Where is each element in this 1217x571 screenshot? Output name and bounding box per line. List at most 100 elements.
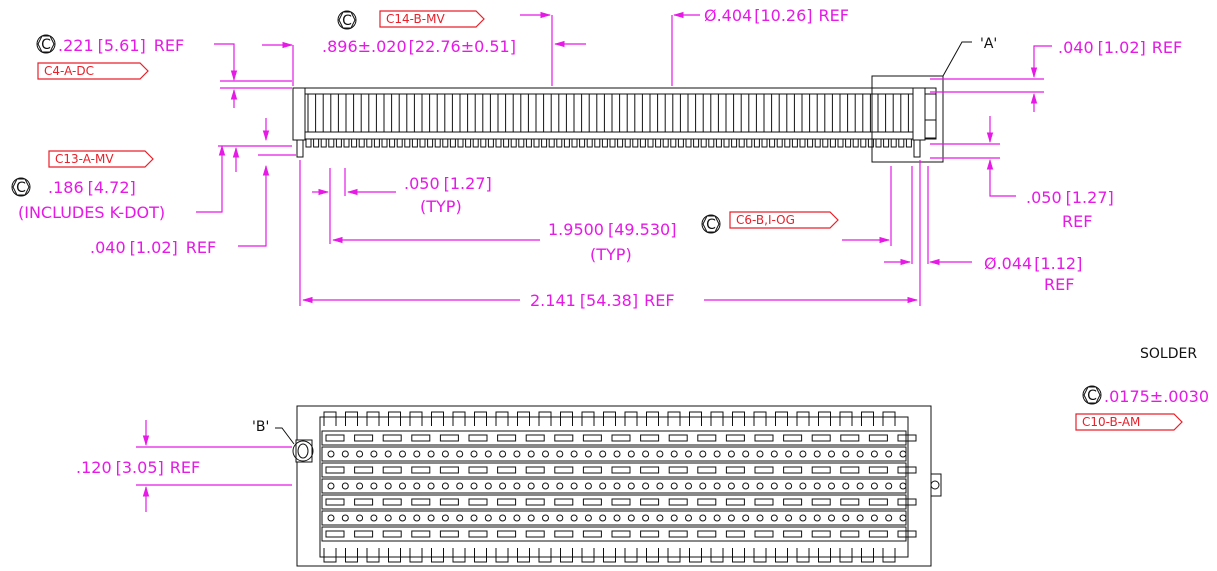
side-contact-tail: [525, 138, 532, 148]
side-contact-tail: [518, 138, 525, 148]
contact-dot: [813, 514, 821, 522]
contact-dot: [670, 514, 678, 522]
contact-pad: [354, 466, 374, 474]
side-contact-tail: [510, 138, 517, 148]
side-contact-tail: [715, 138, 722, 148]
dim-post-dia: Ø.044[1.12]: [984, 254, 1082, 273]
dim-height: .186[4.72]: [48, 178, 136, 197]
contact-dot: [642, 482, 650, 490]
top-tooth: [474, 411, 487, 426]
top-view: [275, 405, 942, 567]
top-tooth: [431, 411, 444, 426]
contact-dot: [685, 450, 692, 458]
bottom-tooth: [796, 548, 810, 563]
bottom-tooth: [732, 548, 745, 563]
dim-right-top: .040[1.02]REF: [1058, 38, 1182, 57]
bottom-tooth: [646, 548, 659, 563]
contact-dot: [427, 514, 435, 522]
side-view: [292, 41, 972, 163]
contact-dot: [499, 514, 507, 522]
side-contact-tail: [632, 138, 639, 148]
side-contact-tail: [503, 138, 510, 148]
side-contact-tail: [465, 138, 472, 148]
contact-pad: [811, 466, 831, 474]
side-contact-tail: [822, 138, 829, 148]
contact-dot: [770, 514, 778, 522]
top-right-tab-hole: [930, 480, 940, 490]
contact-dot: [885, 450, 893, 458]
dim-height-note: (INCLUDES K-DOT): [18, 203, 165, 222]
critical-symbol-letter: C: [16, 180, 26, 196]
contact-dot: [599, 514, 607, 522]
contact-dot: [828, 514, 835, 522]
side-right-post: [913, 139, 921, 158]
contact-dot: [785, 482, 793, 490]
contact-dot: [642, 450, 650, 458]
contact-pad: [840, 530, 860, 538]
contact-dot: [813, 450, 821, 458]
side-contact-tail: [556, 138, 563, 148]
side-contact-tail: [601, 138, 608, 148]
contact-dot: [627, 482, 635, 490]
contact-dot: [842, 450, 850, 458]
contact-dot: [384, 450, 392, 458]
contact-dot: [556, 450, 564, 458]
dim-bottom-left: .040[1.02]REF: [90, 238, 216, 257]
critical-symbol: C: [36, 34, 56, 54]
critical-symbol-letter: C: [342, 13, 352, 29]
contact-pad: [382, 530, 402, 538]
contact-pad: [325, 466, 345, 474]
contact-dot: [456, 482, 464, 490]
contact-dot: [627, 514, 635, 522]
contact-dot: [427, 482, 435, 490]
detail-b-circle: [292, 440, 314, 462]
contact-pad: [354, 498, 374, 506]
side-contact-tail: [404, 138, 411, 148]
contact-pad: [697, 434, 717, 442]
contact-pad: [354, 434, 374, 442]
contact-dot: [799, 514, 807, 522]
contact-dot: [885, 482, 893, 490]
contact-dot: [513, 482, 521, 490]
top-tooth: [323, 411, 337, 426]
contact-pad: [468, 466, 488, 474]
contact-pad: [697, 498, 717, 506]
contact-pad: [325, 498, 345, 506]
solder-value: .0175±.0030: [1104, 387, 1209, 406]
side-contact-tail: [905, 138, 912, 148]
contact-dot: [456, 450, 464, 458]
side-contact-tail: [655, 138, 662, 148]
contact-pad: [411, 498, 431, 506]
side-contact-tail: [563, 138, 570, 148]
contact-dot: [656, 482, 664, 490]
bottom-tooth: [689, 548, 702, 563]
contact-dot: [327, 450, 335, 458]
contact-row: [321, 526, 907, 542]
contact-pad: [783, 466, 803, 474]
side-bottom-rail: [295, 131, 937, 140]
contact-pad: [868, 498, 888, 506]
contact-dot: [656, 514, 664, 522]
top-tooth: [710, 411, 724, 426]
contact-dot: [842, 482, 850, 490]
top-tooth: [538, 411, 552, 426]
contact-pad: [611, 498, 631, 506]
contact-pad: [868, 466, 888, 474]
dim-row: .120[3.05]REF: [76, 458, 200, 477]
tag-c6: C6-B,I-OG: [729, 211, 839, 229]
contact-pad: [640, 434, 660, 442]
contact-pad: [554, 498, 574, 506]
top-tooth: [560, 411, 573, 426]
side-contact-tail: [883, 138, 890, 148]
top-tooth: [366, 411, 380, 426]
contact-dot: [499, 450, 507, 458]
contact-dot: [613, 450, 621, 458]
dim-span: 1.9500[49.530]: [548, 220, 676, 239]
top-left-key-hole: [297, 443, 309, 459]
contact-pad: [554, 466, 574, 474]
contact-dot: [570, 514, 578, 522]
top-tooth: [624, 411, 638, 426]
bottom-tooth: [603, 548, 616, 563]
contact-dot: [813, 482, 821, 490]
contact-pad: [411, 466, 431, 474]
